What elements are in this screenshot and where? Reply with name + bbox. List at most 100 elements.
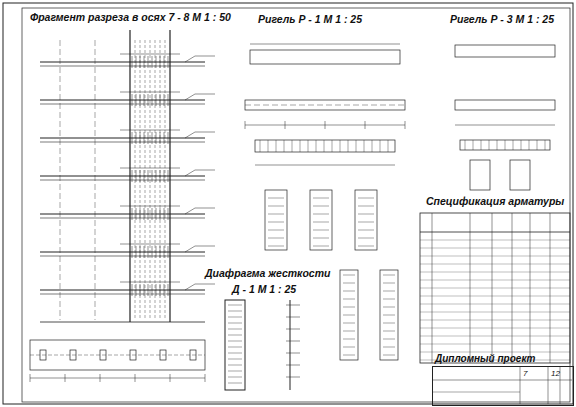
line-stroke	[420, 320, 570, 321]
outline	[100, 350, 106, 360]
line-stroke	[420, 256, 570, 257]
line-stroke	[228, 371, 242, 372]
line-stroke	[30, 355, 205, 356]
line-stroke	[164, 246, 165, 258]
line-stroke	[420, 328, 570, 329]
line-stroke	[268, 238, 284, 239]
line-stroke	[489, 140, 490, 150]
line-stroke	[383, 331, 395, 332]
line-stroke	[195, 170, 215, 171]
line-stroke	[168, 284, 169, 296]
line-stroke	[432, 380, 572, 381]
line-stroke	[358, 206, 374, 207]
line-stroke	[132, 170, 133, 182]
line-stroke	[144, 208, 145, 220]
line-stroke	[140, 132, 141, 144]
line-stroke	[136, 94, 137, 106]
line-stroke	[268, 198, 284, 199]
line-stroke	[383, 347, 395, 348]
line-stroke	[268, 230, 284, 231]
view-title: Фрагмент разреза в осях 7 - 8 М 1 : 50	[30, 11, 231, 23]
line-stroke	[170, 374, 171, 382]
table-heading: Дипломный проект	[435, 353, 535, 364]
outline	[355, 190, 377, 250]
line-stroke	[285, 121, 286, 129]
line-stroke	[348, 140, 349, 152]
line-stroke	[268, 206, 284, 207]
line-stroke	[136, 132, 137, 144]
line-stroke	[168, 208, 169, 220]
line-stroke	[432, 392, 520, 393]
line-stroke	[308, 140, 309, 152]
line-stroke	[383, 355, 395, 356]
line-stroke	[268, 140, 269, 152]
line-stroke	[286, 329, 300, 330]
line-stroke	[286, 365, 300, 366]
line-stroke	[228, 383, 242, 384]
line-stroke	[420, 280, 570, 281]
line-stroke	[156, 170, 157, 182]
line-stroke	[40, 62, 205, 63]
line-stroke	[40, 104, 205, 105]
line-stroke	[148, 56, 149, 68]
line-stroke	[343, 299, 355, 300]
line-stroke	[140, 94, 141, 106]
line-stroke	[152, 246, 153, 258]
line-stroke	[343, 355, 355, 356]
line-stroke	[140, 56, 141, 68]
outline	[30, 340, 205, 370]
line-stroke	[276, 140, 277, 152]
line-stroke	[380, 140, 381, 152]
line-stroke	[144, 56, 145, 68]
line-stroke	[144, 94, 145, 106]
outline	[245, 100, 405, 110]
line-stroke	[228, 323, 242, 324]
line-stroke	[420, 232, 570, 233]
line-stroke	[420, 264, 570, 265]
line-stroke	[383, 307, 395, 308]
line-stroke	[140, 246, 141, 258]
line-stroke	[164, 208, 165, 220]
line-stroke	[160, 94, 161, 106]
line-stroke	[152, 56, 153, 68]
line-stroke	[136, 170, 137, 182]
line-stroke	[120, 130, 180, 131]
line-stroke	[228, 341, 242, 342]
line-stroke	[228, 365, 242, 366]
line-stroke	[148, 94, 149, 106]
line-stroke	[290, 300, 291, 390]
line-stroke	[148, 284, 149, 296]
line-stroke	[156, 284, 157, 296]
line-stroke	[420, 240, 570, 241]
outline	[255, 140, 395, 152]
line-stroke	[156, 246, 157, 258]
line-stroke	[100, 374, 101, 382]
line-stroke	[135, 374, 136, 382]
line-stroke	[195, 56, 215, 57]
line-stroke	[205, 374, 206, 382]
outline	[40, 350, 46, 360]
line-stroke	[195, 94, 215, 95]
line-stroke	[313, 246, 329, 247]
line-stroke	[343, 283, 355, 284]
line-stroke	[383, 299, 395, 300]
line-stroke	[168, 170, 169, 182]
line-stroke	[164, 170, 165, 182]
line-stroke	[245, 121, 246, 129]
line-stroke	[286, 353, 300, 354]
line-stroke	[356, 140, 357, 152]
line-stroke	[136, 208, 137, 220]
line-stroke	[228, 347, 242, 348]
line-stroke	[132, 208, 133, 220]
line-stroke	[148, 246, 149, 258]
line-stroke	[383, 315, 395, 316]
line-stroke	[152, 284, 153, 296]
view-title: Ригель Р - 1 М 1 : 25	[258, 13, 362, 25]
table-heading: Спецификация арматуры	[426, 195, 564, 207]
line-stroke	[152, 170, 153, 182]
line-stroke	[228, 353, 242, 354]
line-stroke	[473, 140, 474, 150]
line-stroke	[358, 238, 374, 239]
line-stroke	[40, 218, 205, 219]
line-stroke	[286, 377, 300, 378]
